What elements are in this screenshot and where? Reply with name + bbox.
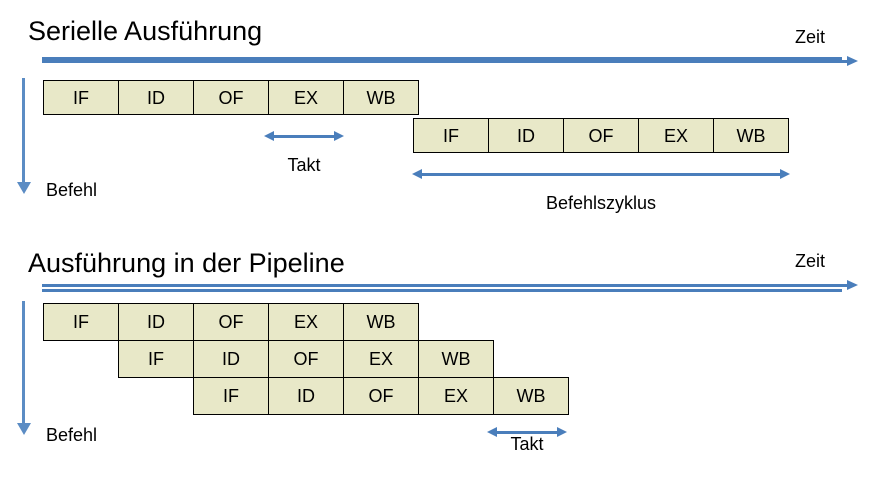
stage-box: ID <box>193 340 269 378</box>
stage-box: EX <box>268 303 344 341</box>
pipeline-takt-label: Takt <box>510 434 544 454</box>
stage-box: WB <box>493 377 569 415</box>
pipeline-takt-measure-shaft <box>494 431 560 434</box>
stage-box: OF <box>193 80 269 115</box>
serial-takt-right-arrowhead-icon <box>334 131 344 141</box>
stage-box: IF <box>43 80 119 115</box>
serial-time-arrowhead-icon <box>847 56 858 66</box>
pipeline-instruction-arrowhead-icon <box>17 423 31 435</box>
serial-time-axis-label: Zeit <box>795 27 826 47</box>
serial-time-axis-shaft <box>42 60 848 63</box>
serial-takt-left-arrowhead-icon <box>264 131 274 141</box>
serial-befehlszyklus-right-arrowhead-icon <box>780 169 790 179</box>
stage-box: WB <box>418 340 494 378</box>
stage-box: OF <box>193 303 269 341</box>
stage-box: WB <box>713 118 789 153</box>
stage-box: OF <box>343 377 419 415</box>
pipeline-takt-right-arrowhead-icon <box>557 427 567 437</box>
stage-box: EX <box>638 118 714 153</box>
stage-box: ID <box>268 377 344 415</box>
pipeline-time-axis <box>42 280 858 292</box>
pipeline-time-axis-shaft <box>42 284 848 287</box>
serial-takt-measure-arrow <box>264 131 344 142</box>
pipeline-instruction-axis <box>17 301 31 435</box>
stage-box: EX <box>343 340 419 378</box>
stage-box: WB <box>343 303 419 341</box>
pipeline-instruction-axis-shaft <box>22 301 25 423</box>
serial-befehlszyklus-left-arrowhead-icon <box>412 169 422 179</box>
pipeline-instruction-axis-label: Befehl <box>46 425 98 445</box>
stage-box: IF <box>118 340 194 378</box>
serial-instruction-arrowhead-icon <box>17 182 31 194</box>
serial-takt-label: Takt <box>287 155 321 175</box>
stage-box: EX <box>268 80 344 115</box>
serial-takt-measure-shaft <box>271 135 337 138</box>
stage-box: WB <box>343 80 419 115</box>
serial-befehlszyklus-measure-shaft <box>419 173 783 176</box>
serial-time-axis <box>42 56 858 68</box>
stage-box: ID <box>488 118 564 153</box>
serial-instruction-axis-label: Befehl <box>46 180 98 200</box>
serial-section-title: Serielle Ausführung <box>28 16 263 46</box>
pipeline-section-title: Ausführung in der Pipeline <box>28 248 345 278</box>
stage-box: ID <box>118 80 194 115</box>
stage-box: OF <box>268 340 344 378</box>
serial-instruction-axis-shaft <box>22 78 25 182</box>
stage-box: IF <box>193 377 269 415</box>
serial-instruction-axis <box>17 78 31 194</box>
pipeline-time-axis-label: Zeit <box>795 251 826 271</box>
pipeline-takt-left-arrowhead-icon <box>487 427 497 437</box>
stage-box: OF <box>563 118 639 153</box>
stage-box: IF <box>43 303 119 341</box>
serial-befehlszyklus-measure-arrow <box>412 169 790 180</box>
serial-title-rule <box>42 57 842 60</box>
pipeline-time-arrowhead-icon <box>847 280 858 290</box>
pipeline-takt-measure-arrow <box>487 427 567 438</box>
pipeline-title-rule <box>42 289 842 292</box>
stage-box: ID <box>118 303 194 341</box>
stage-box: EX <box>418 377 494 415</box>
stage-box: IF <box>413 118 489 153</box>
serial-befehlszyklus-label: Befehlszyklus <box>545 193 657 213</box>
